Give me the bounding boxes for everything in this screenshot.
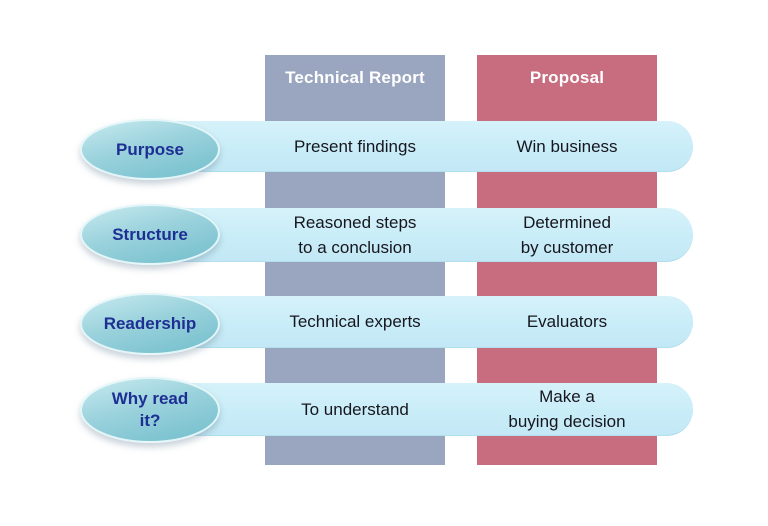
cell-why-read-it-proposal: Make a buying decision: [508, 387, 626, 431]
row-band-why-read-it: [145, 383, 693, 436]
cell-purpose-technical-report: Present findings: [294, 136, 416, 156]
column-header-technical-report: Technical Report: [285, 68, 425, 87]
cell-structure-proposal: Determined by customer: [520, 212, 614, 257]
row-label-why-read-it: Why read it?: [80, 377, 220, 443]
column-header-proposal: Proposal: [529, 68, 605, 87]
row-band-readership: [145, 296, 693, 348]
cell-why-read-it-technical-report: To understand: [301, 399, 409, 419]
cell-readership-proposal: Evaluators: [526, 312, 608, 331]
row-label-purpose: Purpose: [80, 119, 220, 180]
cell-readership-technical-report: Technical experts: [289, 312, 421, 331]
row-band-structure: [145, 208, 693, 262]
row-band-purpose: [145, 121, 693, 172]
cell-purpose-proposal: Win business: [516, 136, 618, 156]
cell-structure-technical-report: Reasoned steps to a conclusion: [293, 212, 417, 257]
row-label-readership: Readership: [80, 293, 220, 355]
row-label-structure: Structure: [80, 204, 220, 265]
